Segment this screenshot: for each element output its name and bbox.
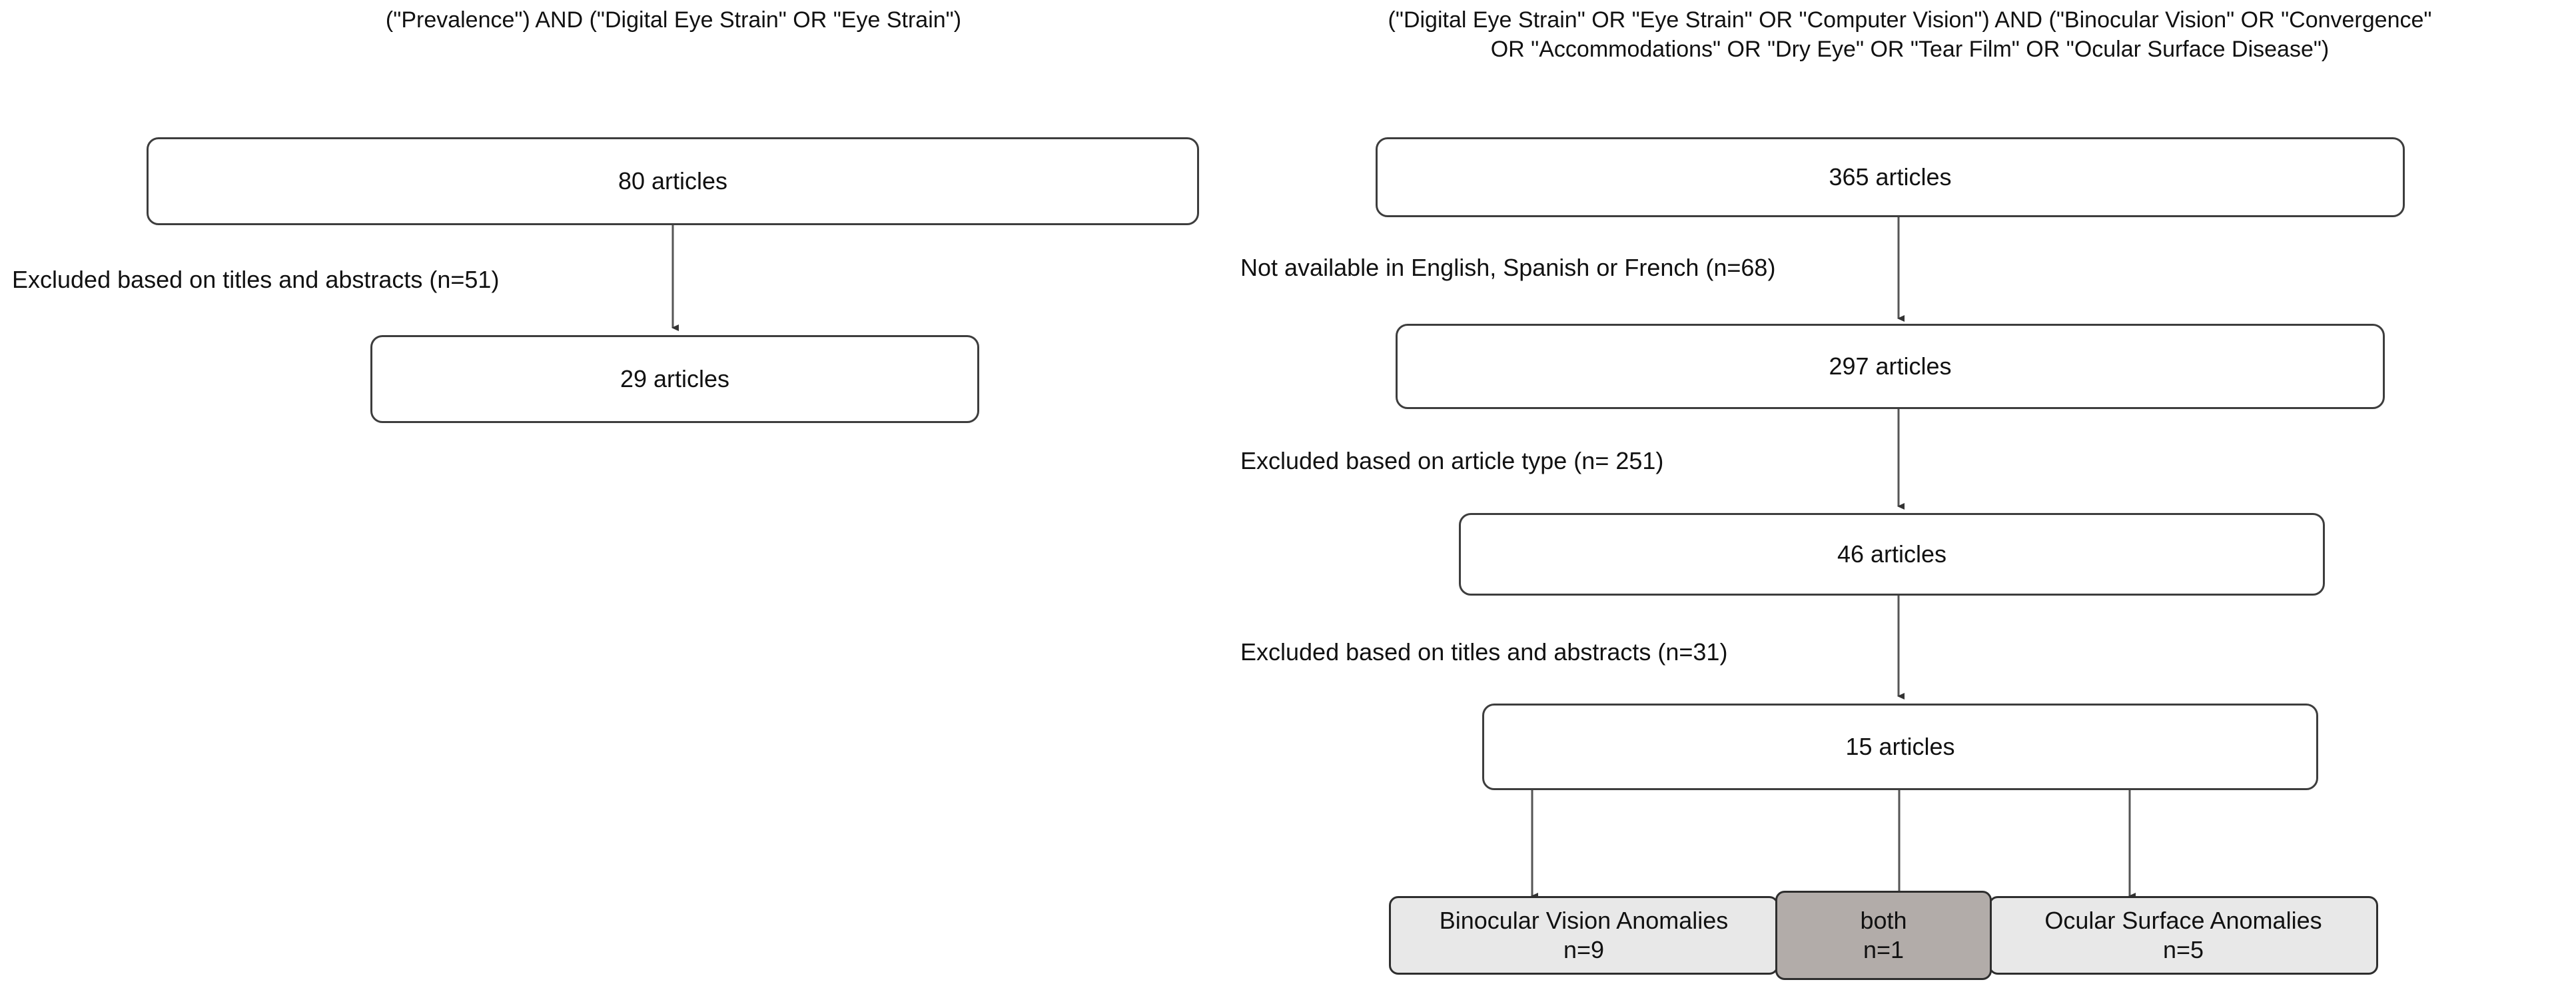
- outcome-binocular-vision-anomalies: Binocular Vision Anomalies n=9: [1389, 896, 1779, 975]
- node-right-15-articles: 15 articles: [1482, 704, 2318, 790]
- edge-label-right-not-available-language: Not available in English, Spanish or Fre…: [1240, 254, 1776, 281]
- left-query-title: ("Prevalence") AND ("Digital Eye Strain"…: [385, 7, 962, 33]
- edge-label-left-excluded-titles-abstracts: Excluded based on titles and abstracts (…: [12, 266, 500, 293]
- outcome-ocular-surface-anomalies: Ocular Surface Anomalies n=5: [1988, 896, 2378, 975]
- node-right-297-articles-label: 297 articles: [1829, 352, 1952, 380]
- node-right-365-articles: 365 articles: [1376, 137, 2405, 217]
- node-right-46-articles: 46 articles: [1459, 513, 2325, 596]
- node-left-80-articles: 80 articles: [147, 137, 1199, 225]
- node-left-80-articles-label: 80 articles: [618, 167, 728, 195]
- node-left-29-articles-label: 29 articles: [620, 365, 730, 393]
- node-right-297-articles: 297 articles: [1396, 324, 2385, 409]
- node-left-29-articles: 29 articles: [370, 335, 979, 423]
- node-right-15-articles-label: 15 articles: [1845, 733, 1955, 761]
- edge-label-right-excluded-titles-abstracts: Excluded based on titles and abstracts (…: [1240, 638, 1728, 666]
- node-right-365-articles-label: 365 articles: [1829, 163, 1952, 191]
- outcome-both-label: both n=1: [1860, 907, 1907, 963]
- outcome-binocular-vision-anomalies-label: Binocular Vision Anomalies n=9: [1439, 907, 1729, 963]
- outcome-both: both n=1: [1775, 891, 1992, 980]
- outcome-ocular-surface-anomalies-label: Ocular Surface Anomalies n=5: [2044, 907, 2322, 963]
- node-right-46-articles-label: 46 articles: [1837, 540, 1947, 568]
- right-query-title: ("Digital Eye Strain" OR "Eye Strain" OR…: [1388, 7, 2432, 63]
- edge-label-right-excluded-article-type: Excluded based on article type (n= 251): [1240, 447, 1664, 474]
